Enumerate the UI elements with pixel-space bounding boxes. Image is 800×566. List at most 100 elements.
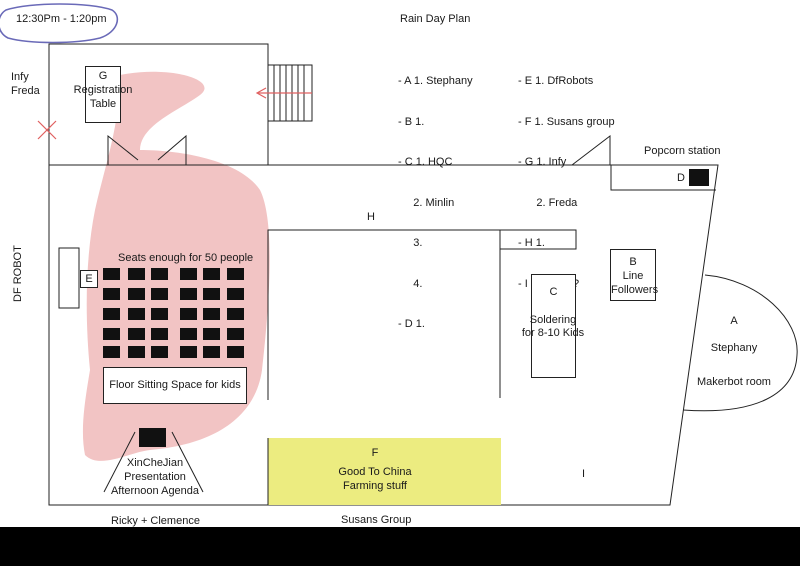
seat: [103, 288, 120, 300]
seat: [128, 268, 145, 280]
partition-h: [267, 229, 501, 400]
zone-b-line-2: Followers: [611, 284, 659, 296]
zone-g-letter: G: [98, 70, 108, 82]
zone-d-letter: D: [677, 172, 685, 184]
seat: [180, 308, 197, 320]
bottom-center-label: Susans Group: [341, 514, 412, 526]
plan-item: - H 1.: [518, 237, 545, 249]
plan-item: 2. Minlin: [398, 196, 455, 209]
seat: [128, 328, 145, 340]
makerbot-room-wall: [682, 274, 798, 412]
zone-e-marker: E: [80, 270, 98, 288]
seat: [151, 268, 168, 280]
floor-sitting-label: Floor Sitting Space for kids: [109, 379, 241, 391]
seat: [180, 328, 197, 340]
zone-c-line-2: for 8-10 Kids: [521, 327, 585, 339]
seat: [227, 268, 244, 280]
seat: [203, 328, 220, 340]
seat: [203, 308, 220, 320]
zone-b-line-1: Line: [622, 270, 644, 282]
plan-item: 2. Freda: [518, 196, 578, 209]
seat: [103, 346, 120, 358]
seat: [227, 346, 244, 358]
projector-icon: [139, 428, 166, 447]
main-hall-outline: [48, 164, 719, 506]
seat: [151, 288, 168, 300]
name-infy: Infy: [11, 71, 29, 83]
entrance-arrow-icon: [255, 87, 312, 99]
df-robot-label: DF ROBOT: [12, 245, 24, 302]
presentation-line-1: XinCheJian: [126, 457, 184, 469]
zone-a-line-2: Makerbot room: [697, 376, 771, 388]
zone-c-letter: C: [549, 286, 558, 298]
plan-item: - C 1. HQC: [398, 156, 453, 168]
seat: [151, 346, 168, 358]
zone-a-line-1: Stephany: [710, 342, 758, 354]
seat: [227, 308, 244, 320]
registration-label-2: Table: [89, 98, 117, 110]
presentation-line-3: Afternoon Agenda: [110, 485, 200, 497]
plan-item: - D 1.: [398, 318, 425, 330]
zone-b-letter: B: [629, 256, 637, 268]
seat: [103, 328, 120, 340]
page-title: Rain Day Plan: [400, 13, 471, 25]
crowd-area: [82, 71, 270, 461]
seat: [151, 308, 168, 320]
zone-i-letter: I: [582, 468, 586, 480]
presentation-sightlines: [103, 431, 204, 493]
popcorn-machine: [689, 169, 709, 186]
plan-item: - F 1. Susans group: [518, 115, 615, 128]
seat: [128, 346, 145, 358]
seat: [103, 308, 120, 320]
name-freda: Freda: [11, 85, 40, 97]
plan-item: - G 1. Infy: [518, 156, 567, 168]
registration-table: G: [85, 66, 121, 123]
zone-f-line-2: Farming stuff: [343, 480, 407, 492]
df-robot-table: [58, 247, 80, 309]
soldering-table: [531, 274, 576, 378]
seat: [103, 268, 120, 280]
plan-item: 3.: [398, 237, 423, 249]
door-swing-icon-right: [571, 134, 611, 166]
plan-item: - E 1. DfRobots: [518, 75, 594, 87]
seat: [203, 346, 220, 358]
seat: [128, 288, 145, 300]
seat: [180, 268, 197, 280]
plan-item: 4.: [398, 277, 423, 290]
seat: [203, 268, 220, 280]
plan-item: - B 1.: [398, 115, 425, 128]
floor-sitting-area: Floor Sitting Space for kids: [103, 367, 247, 404]
zone-a-letter: A: [730, 315, 738, 327]
zone-h-letter: H: [367, 211, 375, 223]
door-swing-icon: [107, 134, 187, 165]
registration-label-1: Registration: [73, 84, 133, 96]
partition-h-shelf: [499, 229, 577, 250]
seat-grid: [103, 268, 245, 358]
seat: [180, 288, 197, 300]
line-followers-table: B Line Followers: [610, 249, 659, 301]
bottom-black-bar: [0, 527, 800, 566]
cross-mark-icon: [37, 120, 57, 140]
zone-e-letter: E: [85, 273, 93, 285]
presentation-line-2: Presentation: [124, 471, 186, 483]
zone-f-letter: F: [371, 447, 379, 459]
plan-list-left: - A 1. Stephany - B 1. - C 1. HQC 2. Min…: [398, 48, 473, 359]
seat: [151, 328, 168, 340]
seat: [203, 288, 220, 300]
seat: [180, 346, 197, 358]
time-label: 12:30Pm - 1:20pm: [16, 13, 107, 25]
seat: [227, 328, 244, 340]
popcorn-counter: [610, 165, 716, 191]
seat: [227, 288, 244, 300]
zone-f-line-1: Good To China: [338, 466, 412, 478]
seats-label: Seats enough for 50 people: [118, 252, 254, 264]
zone-f-area: [268, 438, 501, 505]
time-circle: [0, 3, 119, 44]
plan-item: - A 1. Stephany: [398, 75, 473, 87]
bottom-left-label: Ricky + Clemence: [111, 515, 200, 527]
zone-c-line-1: Soldering: [529, 314, 577, 326]
popcorn-label: Popcorn station: [644, 145, 721, 157]
seat: [128, 308, 145, 320]
